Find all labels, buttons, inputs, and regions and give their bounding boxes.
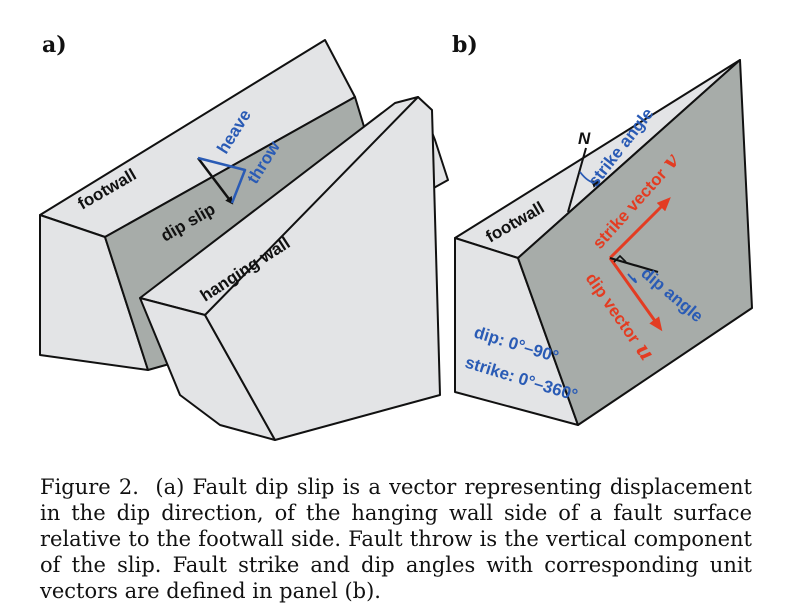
hangingwall-front-face — [139, 297, 276, 441]
strike-angle-arc — [579, 171, 600, 188]
strike-vector-arrow — [608, 197, 671, 260]
panel-a-label: a) — [42, 32, 67, 58]
figure-caption: Figure 2. (a) Fault dip slip is a vector… — [40, 474, 752, 604]
caption-prefix: Figure 2. — [40, 475, 139, 499]
panel-b-label: b) — [452, 32, 478, 58]
right-angle-marker — [613, 254, 627, 263]
panel-b-fault-plane — [517, 59, 753, 426]
horizontal-reference-line — [609, 256, 659, 274]
dip-angle-arc — [627, 273, 637, 284]
dip-vector-arrow — [608, 257, 663, 332]
north-line — [567, 147, 587, 213]
panel-b-block — [454, 59, 753, 426]
caption-text: (a) Fault dip slip is a vector represent… — [40, 475, 752, 603]
diagram-canvas: a) b) footwall dip slip hanging wall hea… — [39, 32, 753, 441]
heave-throw-lines — [197, 156, 247, 204]
panel-a-hangingwall-block — [139, 96, 449, 441]
dip-slip-arrow — [197, 157, 234, 205]
hangingwall-side-face — [204, 96, 441, 441]
north-label: N — [578, 129, 591, 148]
